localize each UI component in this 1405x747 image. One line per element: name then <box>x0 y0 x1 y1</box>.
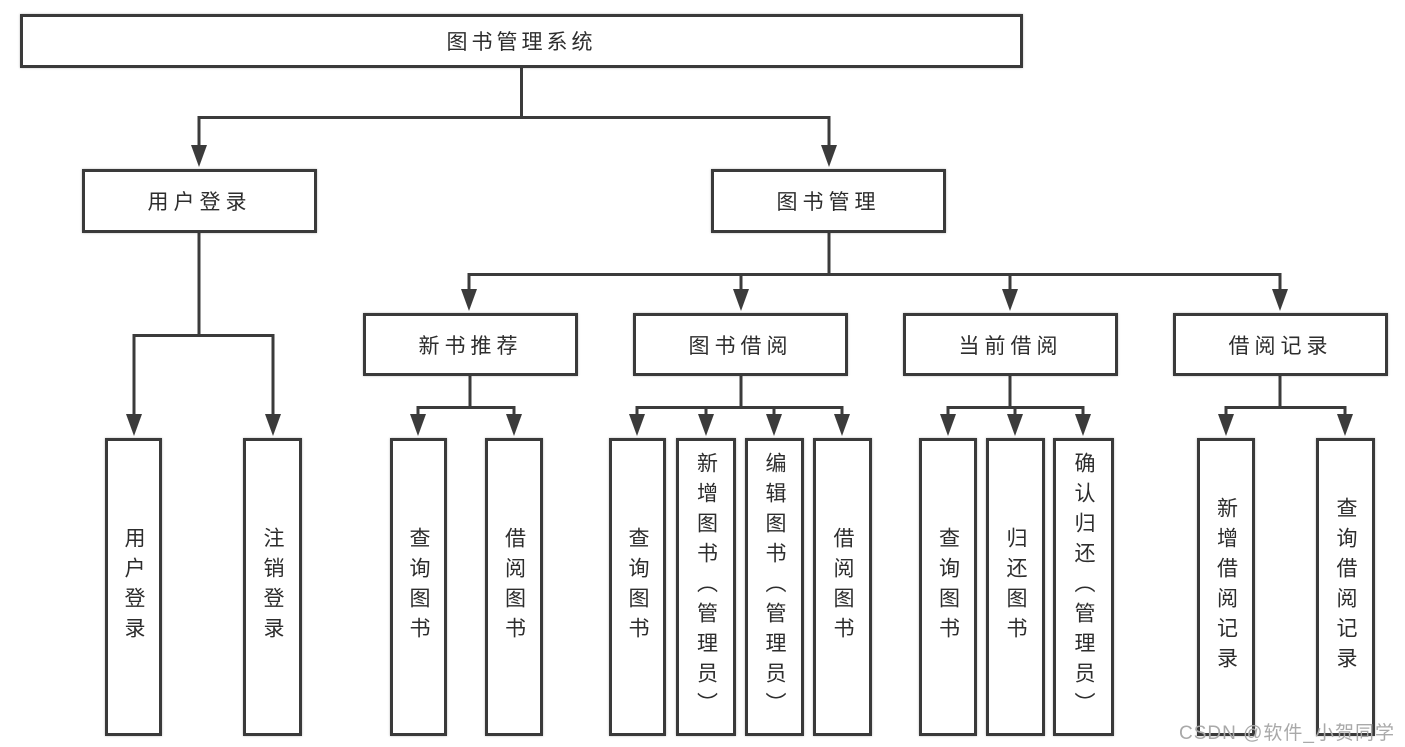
node-leaf-add-books-admin: 新增图书（管理员） <box>676 438 736 736</box>
node-book-borrow-label: 图书借阅 <box>688 334 793 358</box>
node-root-system: 图书管理系统 <box>20 14 1023 68</box>
node-current-borrow-label: 当前借阅 <box>958 334 1063 358</box>
node-root-label: 图书管理系统 <box>446 31 597 54</box>
node-leaf-return-books-label: 归还图书 <box>1004 527 1027 647</box>
node-leaf-add-borrow-record: 新增借阅记录 <box>1197 438 1255 736</box>
csdn-watermark: CSDN @软件_小贺同学 <box>1179 723 1395 744</box>
connector-current-borrow <box>940 376 1091 436</box>
node-leaf-confirm-return-admin-label: 确认归还（管理员） <box>1072 452 1095 722</box>
node-leaf-user-login: 用户登录 <box>105 438 162 736</box>
node-leaf-edit-books-admin: 编辑图书（管理员） <box>745 438 804 736</box>
node-leaf-add-books-admin-label: 新增图书（管理员） <box>694 452 718 722</box>
node-leaf-borrow-books-1: 借阅图书 <box>485 438 543 736</box>
node-borrow-records: 借阅记录 <box>1173 313 1388 376</box>
node-current-borrow: 当前借阅 <box>903 313 1118 376</box>
node-leaf-confirm-return-admin: 确认归还（管理员） <box>1053 438 1114 736</box>
connector-user-login <box>126 233 281 436</box>
node-leaf-borrow-books-2: 借阅图书 <box>813 438 872 736</box>
node-user-login: 用户登录 <box>82 169 317 233</box>
node-leaf-query-borrow-record: 查询借阅记录 <box>1316 438 1375 736</box>
node-leaf-logout: 注销登录 <box>243 438 302 736</box>
node-book-management-label: 图书管理 <box>776 191 881 214</box>
node-new-books: 新书推荐 <box>363 313 578 376</box>
node-leaf-query-books-3-label: 查询图书 <box>936 527 960 647</box>
node-leaf-query-books-1-label: 查询图书 <box>407 527 430 647</box>
connector-borrow-records <box>1218 376 1353 436</box>
node-leaf-query-books-1: 查询图书 <box>390 438 447 736</box>
connector-new-books <box>410 376 522 436</box>
node-user-login-label: 用户登录 <box>147 191 252 214</box>
node-leaf-query-books-3: 查询图书 <box>919 438 977 736</box>
node-leaf-query-borrow-record-label: 查询借阅记录 <box>1334 497 1357 677</box>
node-leaf-edit-books-admin-label: 编辑图书（管理员） <box>763 452 786 722</box>
node-leaf-borrow-books-2-label: 借阅图书 <box>831 527 854 647</box>
connector-book-management <box>461 233 1288 311</box>
node-book-management: 图书管理 <box>711 169 946 233</box>
node-new-books-label: 新书推荐 <box>418 334 523 358</box>
node-leaf-user-login-label: 用户登录 <box>122 527 145 647</box>
node-leaf-borrow-books-1-label: 借阅图书 <box>502 527 526 647</box>
node-borrow-records-label: 借阅记录 <box>1228 334 1333 358</box>
connector-root <box>191 68 837 167</box>
node-leaf-query-books-2: 查询图书 <box>609 438 666 736</box>
node-book-borrow: 图书借阅 <box>633 313 848 376</box>
node-leaf-query-books-2-label: 查询图书 <box>626 527 649 647</box>
connector-book-borrow <box>629 376 850 436</box>
node-leaf-return-books: 归还图书 <box>986 438 1045 736</box>
node-leaf-add-borrow-record-label: 新增借阅记录 <box>1214 497 1238 677</box>
node-leaf-logout-label: 注销登录 <box>261 527 284 647</box>
